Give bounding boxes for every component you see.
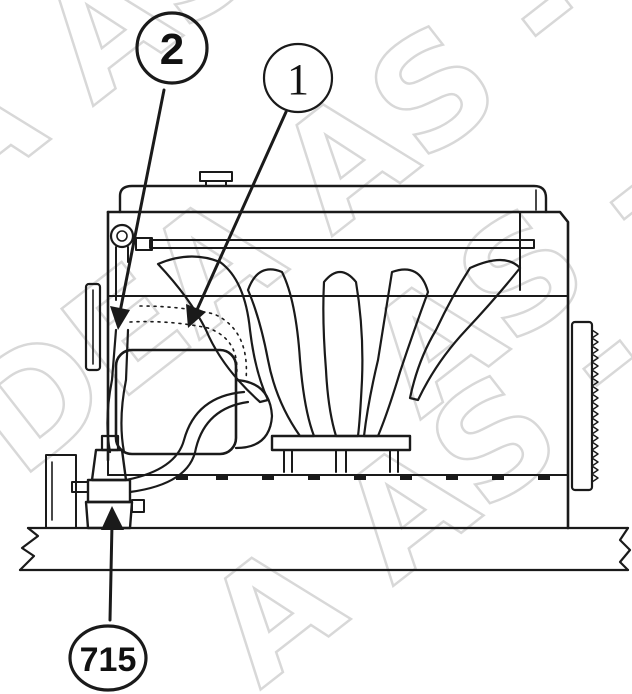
leader-arrows xyxy=(101,88,288,622)
connector-715 xyxy=(71,434,145,530)
flywheel-ring-gear xyxy=(570,320,599,492)
sump-bolts xyxy=(176,474,550,480)
arrowhead-2 xyxy=(110,306,130,330)
leader-arrow-1 xyxy=(194,110,288,314)
callout-2: 2 xyxy=(135,11,209,85)
callout-1: 1 xyxy=(262,42,334,114)
harness-hoses xyxy=(106,305,250,494)
leader-arrow-715 xyxy=(108,522,114,622)
callout-2-label: 2 xyxy=(160,25,184,74)
arrowhead-1 xyxy=(186,304,206,328)
callout-715: 715 xyxy=(68,624,148,692)
fuel-rail xyxy=(109,223,535,301)
leader-arrow-2 xyxy=(118,88,166,314)
arrowhead-715 xyxy=(101,506,124,530)
callout-715-label: 715 xyxy=(80,641,137,679)
callout-1-label: 1 xyxy=(287,55,309,104)
front-pulley xyxy=(84,282,102,372)
